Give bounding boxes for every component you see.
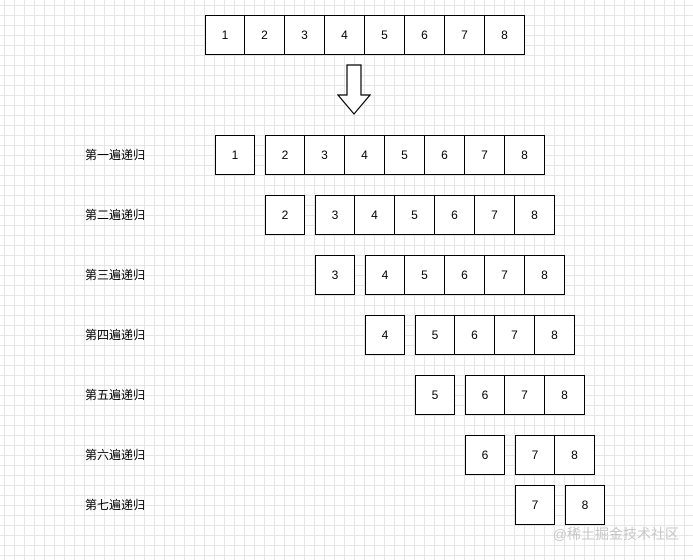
remaining-cell: 8 (565, 485, 605, 525)
remaining-cell: 8 (515, 195, 555, 235)
step-label: 第四遍递归 (85, 328, 146, 342)
remaining-cell: 5 (385, 135, 425, 175)
remaining-cell: 8 (525, 255, 565, 295)
remaining-cell: 4 (355, 195, 395, 235)
step-label: 第七遍递归 (85, 498, 146, 512)
array-cell: 7 (445, 15, 485, 55)
remaining-cell: 5 (395, 195, 435, 235)
remaining-cell: 7 (515, 435, 555, 475)
step-label: 第二遍递归 (85, 208, 146, 222)
array-cell: 2 (245, 15, 285, 55)
remaining-cell: 4 (345, 135, 385, 175)
array-cell: 6 (405, 15, 445, 55)
picked-cell: 7 (515, 485, 555, 525)
remaining-cell: 2 (265, 135, 305, 175)
remaining-cell: 6 (455, 315, 495, 355)
step-label: 第三遍递归 (85, 268, 146, 282)
remaining-cell: 7 (465, 135, 505, 175)
remaining-cell: 6 (435, 195, 475, 235)
picked-cell: 5 (415, 375, 455, 415)
remaining-cell: 7 (485, 255, 525, 295)
remaining-cell: 8 (535, 315, 575, 355)
remaining-cell: 7 (475, 195, 515, 235)
remaining-cell: 5 (405, 255, 445, 295)
down-arrow-icon (337, 64, 371, 115)
remaining-cell: 6 (425, 135, 465, 175)
remaining-cell: 8 (555, 435, 595, 475)
remaining-cell: 7 (495, 315, 535, 355)
array-cell: 4 (325, 15, 365, 55)
picked-cell: 4 (365, 315, 405, 355)
remaining-cell: 4 (365, 255, 405, 295)
picked-cell: 3 (315, 255, 355, 295)
remaining-cell: 8 (545, 375, 585, 415)
watermark: @稀土掘金技术社区 (552, 526, 679, 542)
step-label: 第六遍递归 (85, 448, 146, 462)
step-label: 第一遍递归 (85, 148, 146, 162)
array-cell: 8 (485, 15, 525, 55)
remaining-cell: 3 (315, 195, 355, 235)
remaining-cell: 5 (415, 315, 455, 355)
step-label: 第五遍递归 (85, 388, 146, 402)
remaining-cell: 3 (305, 135, 345, 175)
array-cell: 5 (365, 15, 405, 55)
remaining-cell: 7 (505, 375, 545, 415)
array-cell: 3 (285, 15, 325, 55)
array-cell: 1 (205, 15, 245, 55)
remaining-cell: 8 (505, 135, 545, 175)
remaining-cell: 6 (445, 255, 485, 295)
picked-cell: 2 (265, 195, 305, 235)
remaining-cell: 6 (465, 375, 505, 415)
picked-cell: 6 (465, 435, 505, 475)
picked-cell: 1 (215, 135, 255, 175)
